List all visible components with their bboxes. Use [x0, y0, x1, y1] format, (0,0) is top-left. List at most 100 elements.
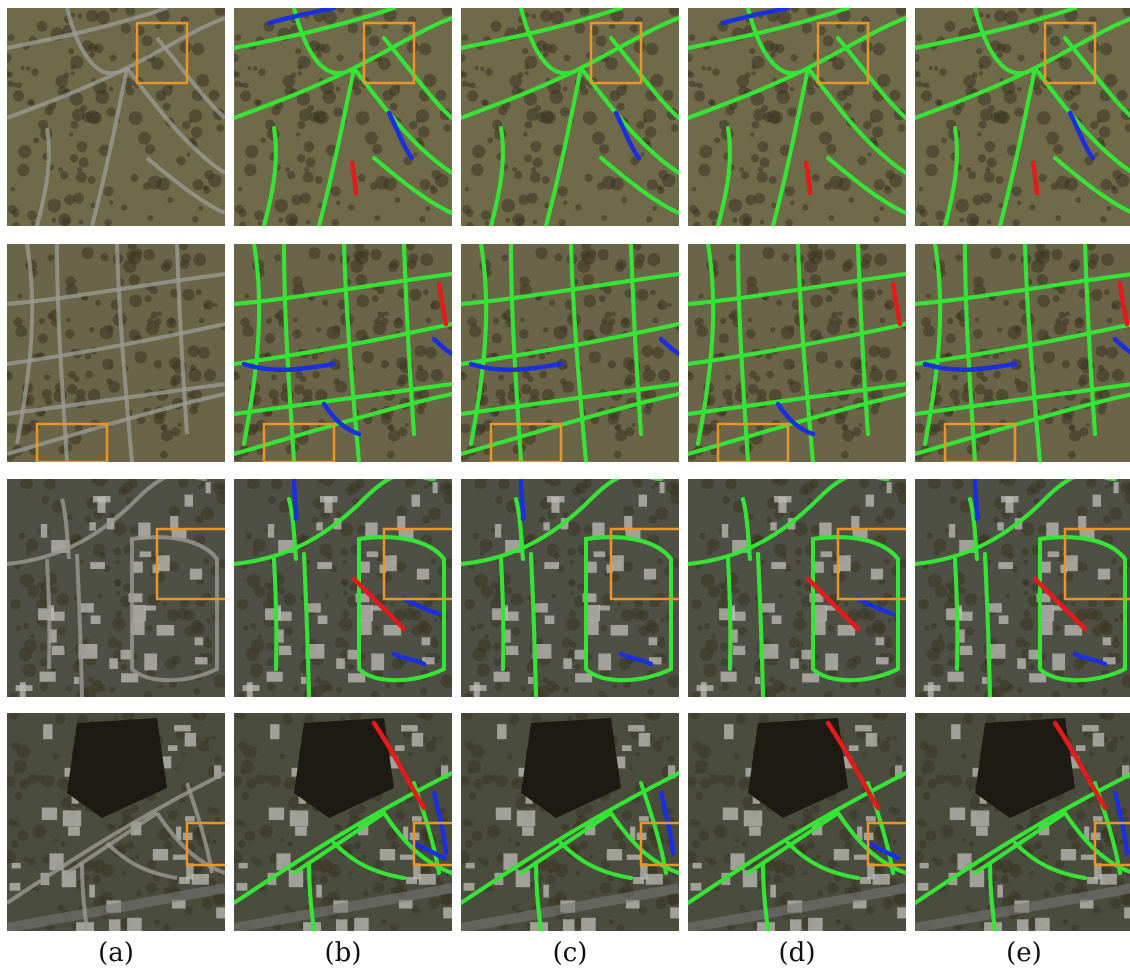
- tree: [340, 547, 349, 556]
- building: [132, 605, 146, 622]
- building: [1064, 625, 1083, 636]
- tree: [554, 253, 563, 262]
- tree: [701, 66, 706, 71]
- tree: [915, 34, 923, 41]
- tree: [1068, 424, 1075, 431]
- tree: [481, 774, 492, 785]
- tree: [323, 10, 337, 25]
- tree: [53, 838, 58, 843]
- building: [398, 899, 413, 909]
- tree: [883, 558, 890, 565]
- tree: [1099, 42, 1113, 56]
- rail-corridor: [688, 883, 906, 931]
- true-positive-road: [544, 66, 583, 226]
- building: [495, 807, 512, 820]
- building: [606, 849, 623, 861]
- tree: [406, 244, 415, 251]
- tree: [580, 87, 589, 96]
- rail-corridor: [7, 883, 225, 931]
- tree: [1110, 558, 1117, 565]
- tree: [1061, 413, 1073, 425]
- rail-corridor: [234, 883, 452, 931]
- tree: [802, 204, 809, 211]
- building: [11, 862, 21, 869]
- tree: [751, 120, 760, 129]
- highlight-box: [716, 422, 790, 462]
- tree: [534, 104, 542, 112]
- tree: [39, 658, 48, 667]
- building: [1047, 551, 1060, 558]
- building: [473, 682, 480, 697]
- highlight-box: [262, 422, 336, 462]
- tree: [280, 838, 285, 843]
- building: [184, 494, 193, 507]
- tree: [461, 776, 470, 787]
- tree: [17, 293, 23, 299]
- tree: [109, 54, 117, 62]
- tree: [430, 369, 444, 382]
- false-negative-road: [468, 361, 564, 373]
- tree: [794, 715, 800, 721]
- building: [959, 645, 973, 655]
- tree: [319, 875, 328, 884]
- tree: [810, 525, 820, 535]
- tree: [198, 317, 205, 324]
- tree: [1105, 484, 1110, 490]
- building: [802, 673, 820, 683]
- tree: [722, 774, 736, 788]
- tree: [614, 424, 621, 431]
- tree: [211, 735, 216, 740]
- tree: [469, 325, 482, 338]
- building: [1029, 673, 1047, 683]
- tree: [496, 853, 506, 864]
- tree: [184, 625, 195, 637]
- tree: [249, 663, 263, 678]
- tree: [998, 202, 1004, 209]
- tree: [581, 244, 591, 251]
- tree: [1101, 687, 1109, 695]
- tree: [106, 325, 114, 333]
- tree: [498, 479, 510, 490]
- building: [729, 605, 735, 612]
- tree: [188, 118, 194, 124]
- tree: [385, 683, 391, 689]
- false-positive-road: [825, 720, 881, 811]
- tree: [97, 593, 103, 599]
- tree: [414, 391, 421, 399]
- tree: [1098, 389, 1111, 401]
- aerial-image: [915, 713, 1130, 931]
- tree: [778, 593, 784, 599]
- tree: [18, 532, 25, 540]
- tree: [765, 516, 773, 523]
- tree: [708, 774, 719, 785]
- tree: [551, 593, 557, 599]
- tree: [875, 515, 885, 524]
- tree: [77, 13, 83, 19]
- tree: [191, 126, 203, 138]
- building: [544, 562, 559, 569]
- tree: [27, 858, 35, 867]
- tree: [857, 156, 867, 166]
- tree: [978, 12, 984, 18]
- tree: [354, 244, 364, 251]
- true-positive-road: [915, 382, 1130, 416]
- tree: [302, 171, 314, 183]
- building: [645, 873, 663, 885]
- true-positive-road: [943, 126, 959, 226]
- tree: [776, 90, 791, 104]
- tree: [657, 185, 663, 191]
- tree: [817, 890, 823, 897]
- building: [721, 524, 729, 538]
- tree: [293, 317, 298, 323]
- tree: [495, 389, 506, 400]
- tree: [860, 41, 873, 54]
- tree: [247, 479, 260, 490]
- building: [825, 653, 839, 671]
- tree: [466, 221, 474, 226]
- building: [379, 849, 396, 861]
- tree: [916, 204, 925, 214]
- tree: [79, 560, 84, 565]
- tree: [480, 99, 488, 106]
- tree: [68, 370, 76, 379]
- tree: [259, 824, 274, 839]
